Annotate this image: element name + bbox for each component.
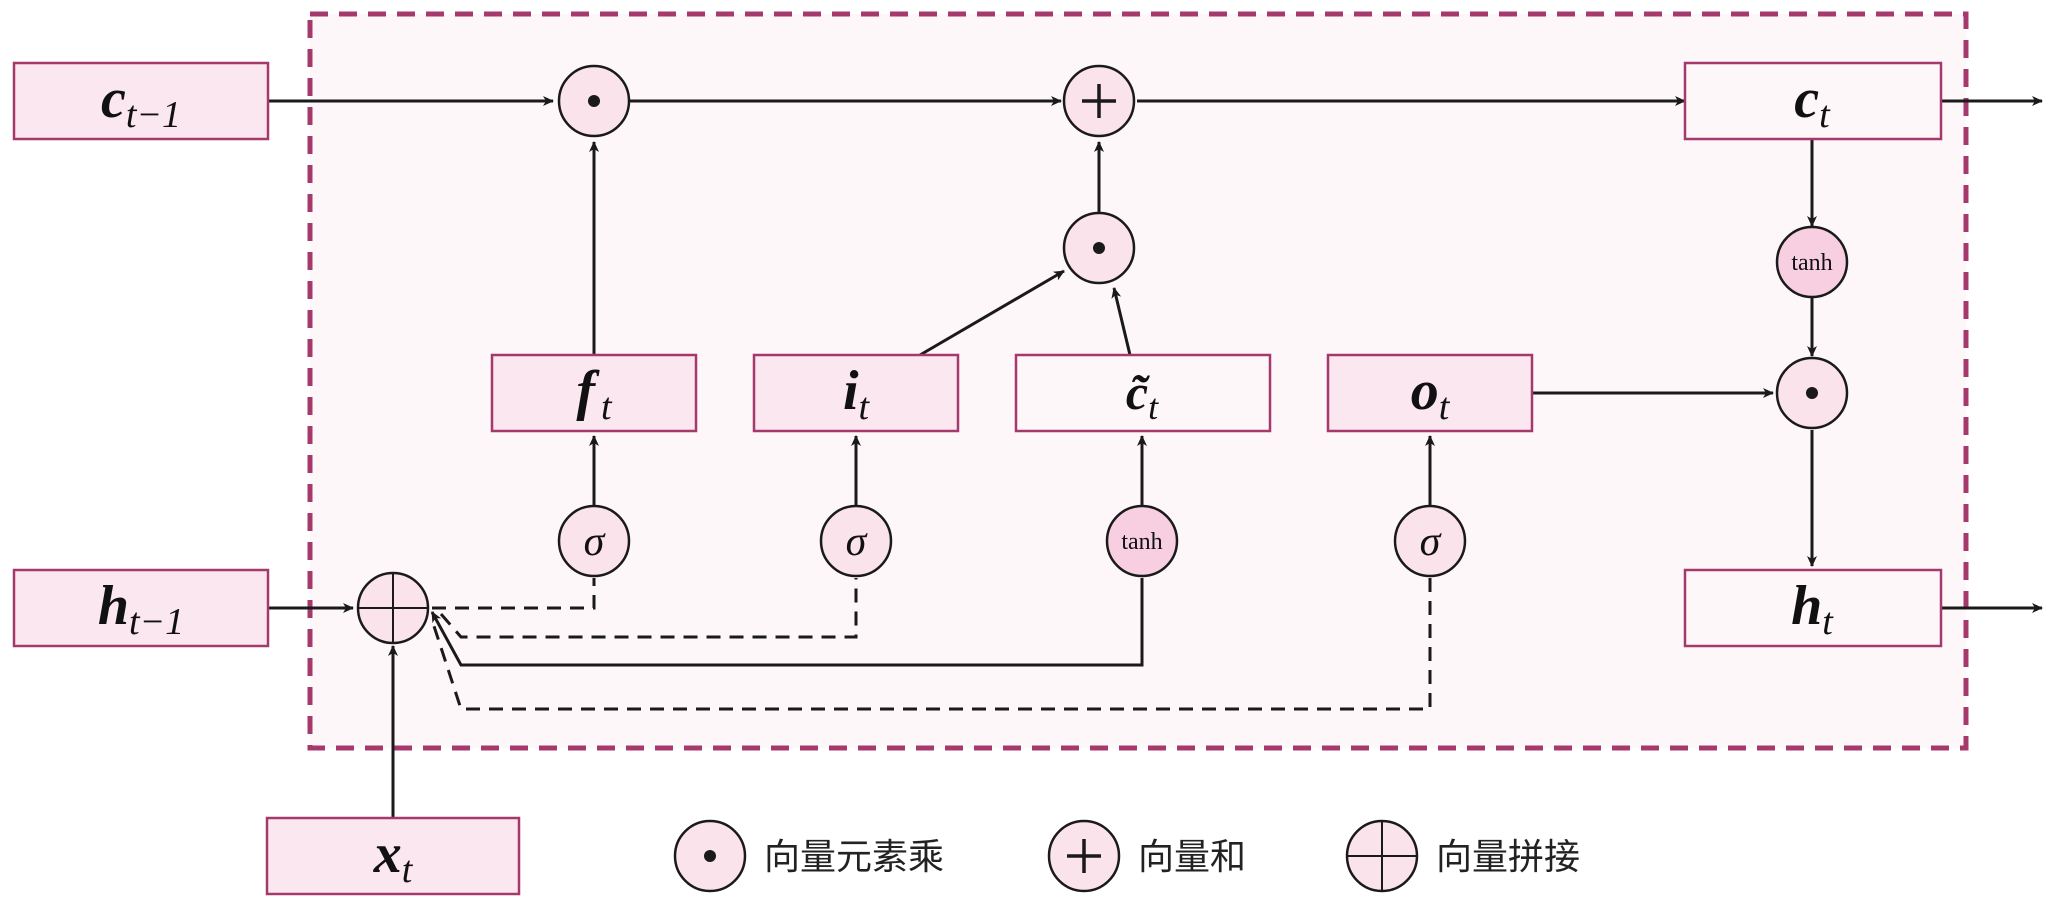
input-multiply-node xyxy=(1062,211,1136,285)
o-sub: t xyxy=(1439,386,1451,428)
svg-text:ot: ot xyxy=(1411,360,1451,428)
connections xyxy=(268,96,2043,818)
svg-text:ct−1: ct−1 xyxy=(101,68,181,136)
sigma-label: σ xyxy=(1420,519,1443,565)
svg-text:xt: xt xyxy=(373,823,414,891)
sigma-label: σ xyxy=(846,519,869,565)
svg-text:it: it xyxy=(843,360,871,428)
i-main: i xyxy=(843,360,859,422)
h-prev-main: h xyxy=(98,575,129,637)
legend-mult: 向量元素乘 xyxy=(673,819,944,893)
concat-icon xyxy=(358,573,428,643)
dot-icon xyxy=(704,850,716,862)
legend-sum-label: 向量和 xyxy=(1138,837,1246,878)
svg-text:ht: ht xyxy=(1791,575,1834,643)
output-multiply-node xyxy=(1775,356,1849,430)
concat-icon xyxy=(1347,821,1417,891)
legend-concat-label: 向量拼接 xyxy=(1436,837,1580,878)
output-gate-box: ot xyxy=(1326,353,1534,433)
candidate-box: c̃t xyxy=(1014,353,1272,433)
h-out-main: h xyxy=(1791,575,1822,637)
sigma-forget-node: σ xyxy=(557,504,631,578)
tanh-output-node: tanh xyxy=(1775,225,1849,299)
tanh-label: tanh xyxy=(1791,250,1832,276)
sigma-label: σ xyxy=(584,519,607,565)
c-tilde-sub: t xyxy=(1148,387,1159,427)
concat-node xyxy=(356,571,430,645)
c-out-main: c xyxy=(1794,68,1819,130)
h-prev-sub: t−1 xyxy=(129,601,184,643)
x-sub: t xyxy=(402,849,414,891)
svg-text:c̃t: c̃t xyxy=(1126,364,1159,427)
sigma-input-node: σ xyxy=(819,504,893,578)
dashed-connections xyxy=(430,578,1432,711)
sigma-output-node: σ xyxy=(1393,504,1467,578)
svg-text:ct: ct xyxy=(1794,68,1831,136)
dot-icon xyxy=(1806,387,1818,399)
c-prev-sub: t−1 xyxy=(126,94,181,136)
h-prev-box: ht−1 xyxy=(12,568,270,648)
dot-icon xyxy=(1093,242,1105,254)
tanh-candidate-node: tanh xyxy=(1105,504,1179,578)
forget-multiply-node xyxy=(557,64,631,138)
legend-sum: 向量和 xyxy=(1047,819,1246,893)
plus-icon xyxy=(1082,84,1116,118)
h-out-sub: t xyxy=(1822,601,1834,643)
tanh-label: tanh xyxy=(1121,529,1162,555)
f-sub: t xyxy=(601,386,613,428)
legend: 向量元素乘 向量和 向量拼接 xyxy=(673,819,1580,893)
c-out-box: ct xyxy=(1683,61,1943,141)
legend-mult-label: 向量元素乘 xyxy=(764,837,944,878)
x-input-box: xt xyxy=(265,816,521,896)
x-main: x xyxy=(373,823,402,885)
plus-icon xyxy=(1067,839,1101,873)
dot-icon xyxy=(588,95,600,107)
c-prev-box: ct−1 xyxy=(12,61,270,141)
svg-text:ht−1: ht−1 xyxy=(98,575,184,643)
i-sub: t xyxy=(859,386,871,428)
input-gate-box: it xyxy=(752,353,960,433)
c-tilde-main: c̃ xyxy=(1126,364,1151,420)
h-out-box: ht xyxy=(1683,568,1943,648)
legend-concat: 向量拼接 xyxy=(1345,819,1580,893)
o-main: o xyxy=(1411,360,1439,422)
c-prev-main: c xyxy=(101,68,126,130)
c-out-sub: t xyxy=(1819,94,1831,136)
cell-add-node xyxy=(1062,64,1136,138)
